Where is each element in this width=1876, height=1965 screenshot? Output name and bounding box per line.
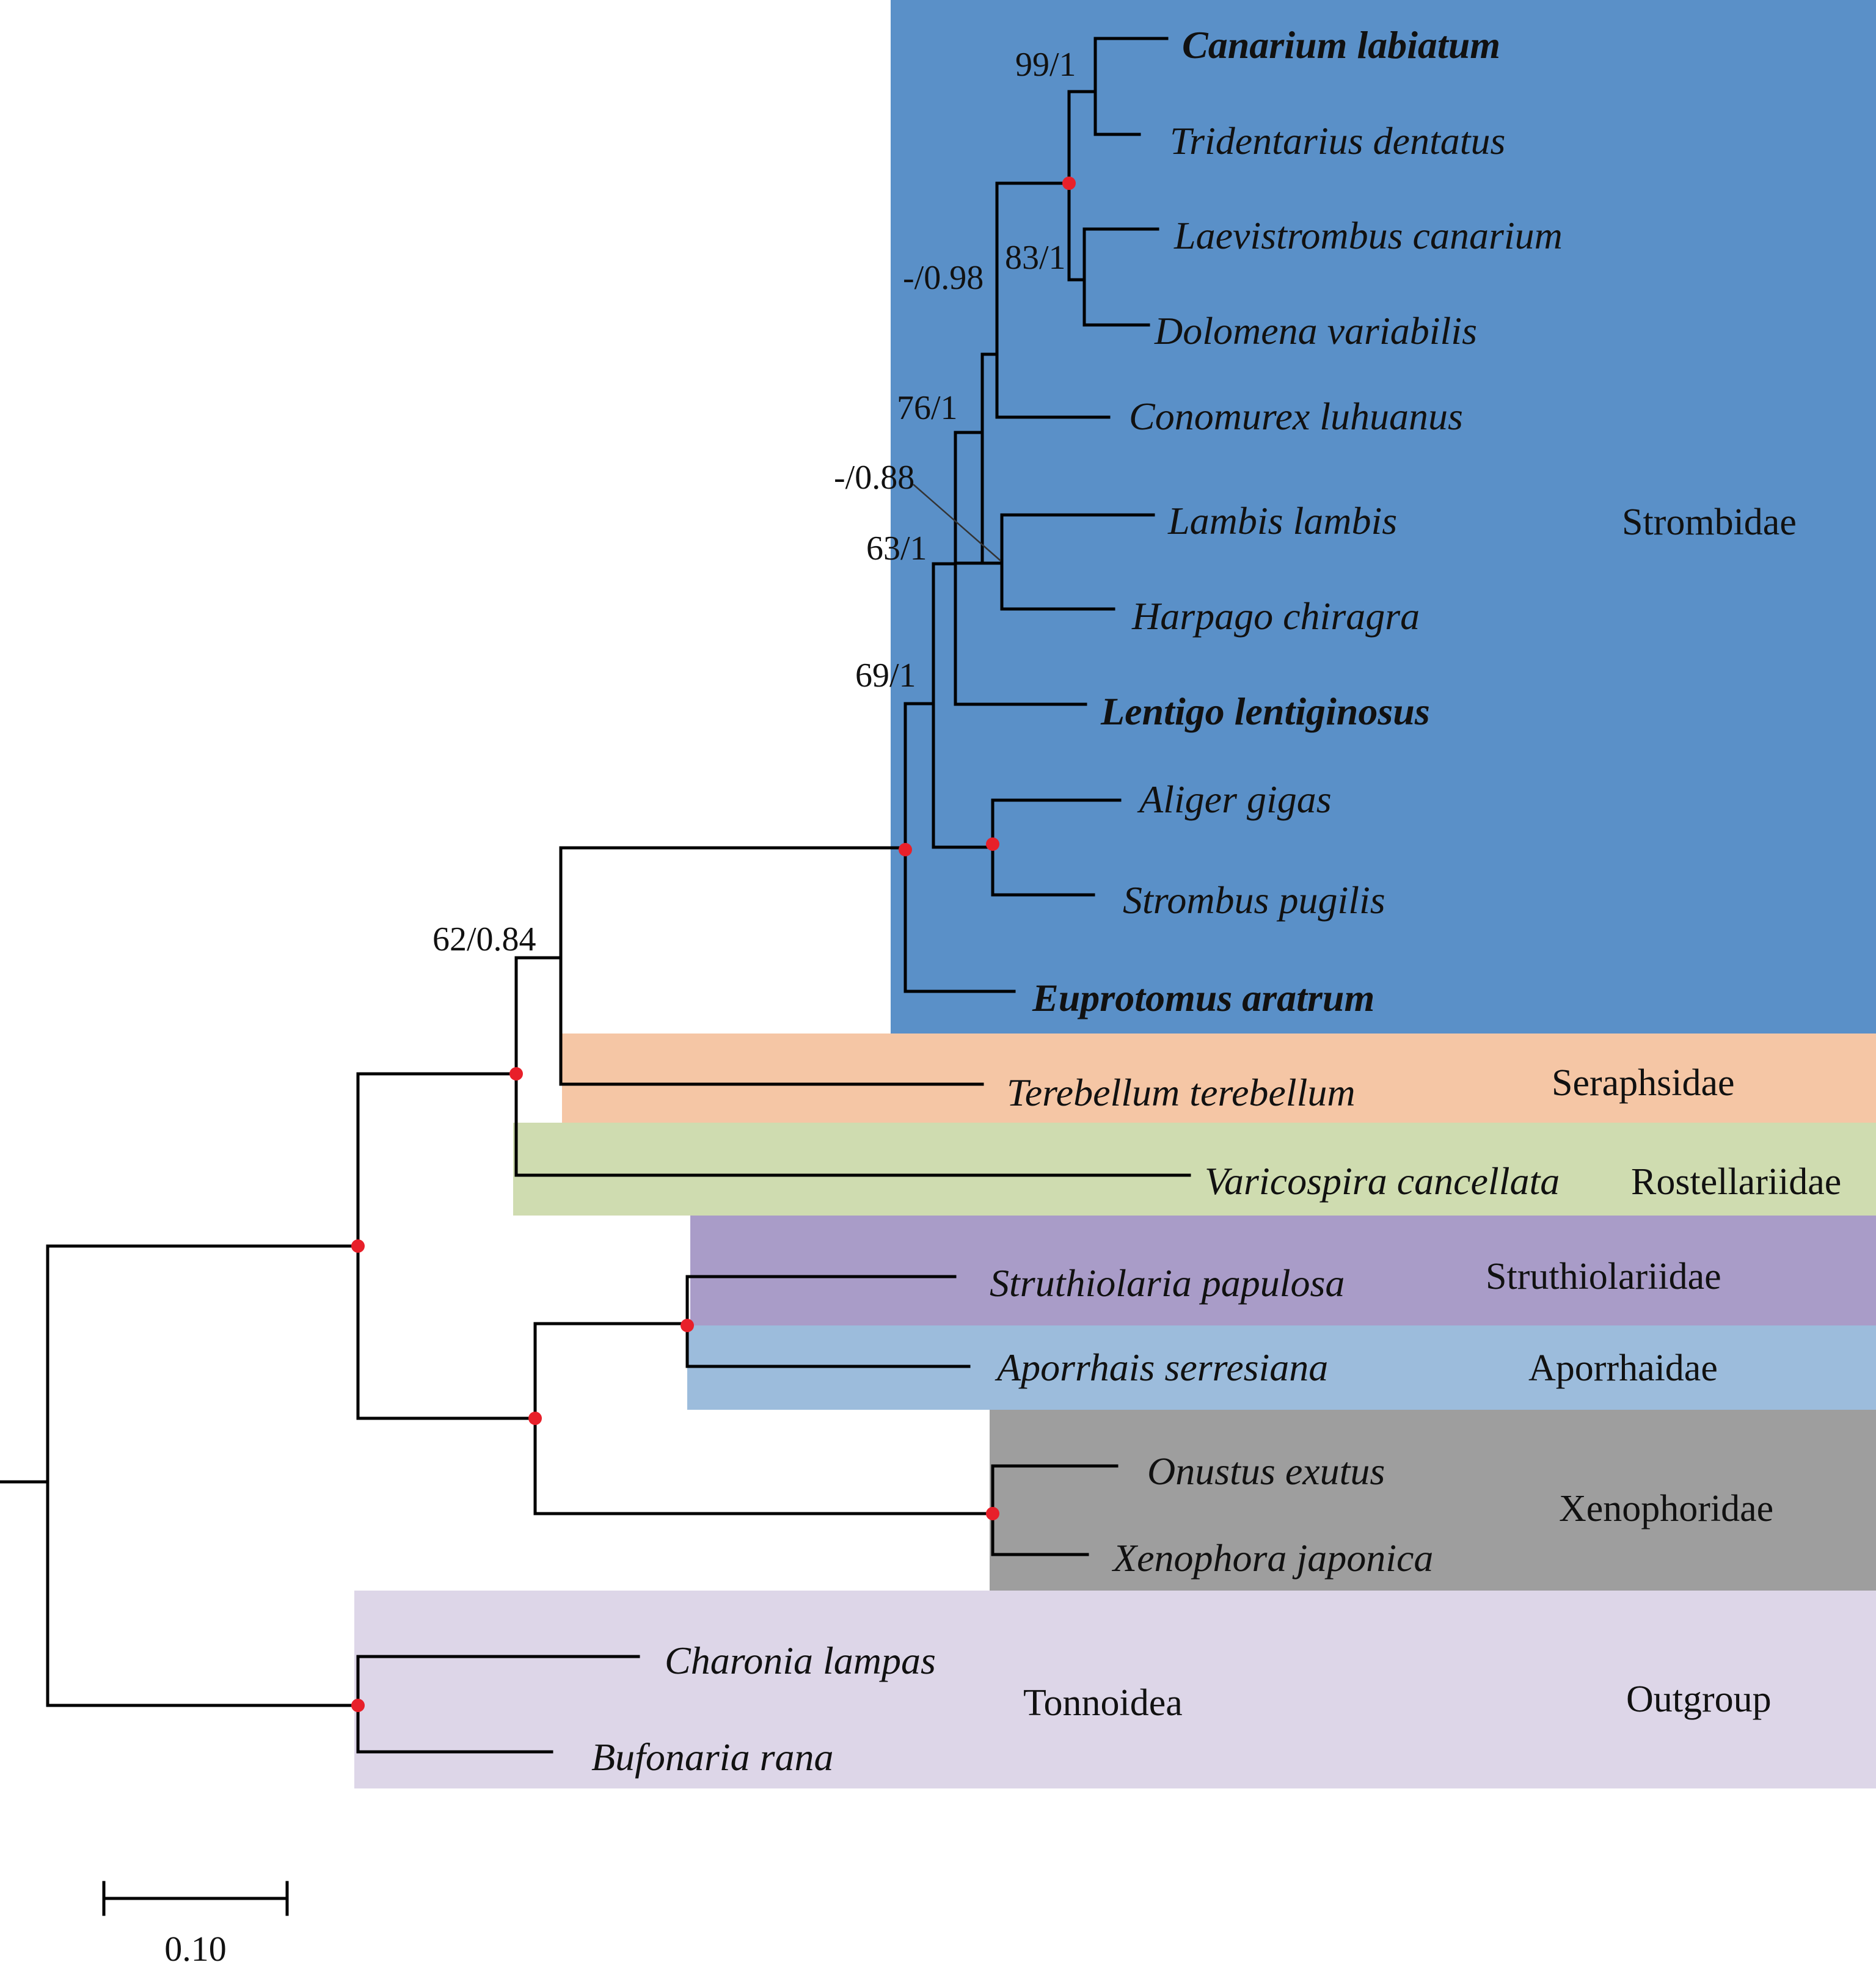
taxon-bufonaria-rana: Bufonaria rana — [591, 1735, 833, 1779]
node-83 — [1067, 227, 1159, 327]
node-marker-canarium-group — [1062, 177, 1076, 190]
support-83: 83/1 — [1005, 239, 1066, 277]
rostellariidae-box — [513, 1123, 1876, 1216]
node-marker-lower — [528, 1412, 542, 1425]
taxon-struthiolaria-papulosa: Struthiolaria papulosa — [990, 1261, 1345, 1305]
taxon-aliger-gigas: Aliger gigas — [1137, 778, 1332, 821]
clade-label-struthiolariidae: Struthiolariidae — [1486, 1256, 1721, 1297]
seraphsidae-node — [559, 846, 984, 1086]
taxon-lentigo-lentiginosus: Lentigo lentiginosus — [1100, 690, 1430, 733]
scale-bar: 0.10 — [102, 1881, 289, 1965]
strombidae-box — [891, 0, 1876, 1034]
root-node — [46, 1244, 360, 1707]
node-99 — [1067, 37, 1169, 136]
lambis-harpago-node — [1000, 513, 1155, 611]
taxon-onustus-exutus: Onustus exutus — [1147, 1449, 1385, 1493]
struthiolariidae-box — [690, 1216, 1876, 1325]
support-76: 76/1 — [897, 389, 958, 427]
clade-label-outgroup: Outgroup — [1626, 1679, 1772, 1720]
node-markers — [351, 177, 1076, 1712]
taxon-varicospira-cancellata: Varicospira cancellata — [1205, 1159, 1560, 1203]
taxon-harpago-chiragra: Harpago chiragra — [1131, 594, 1420, 638]
taxon-terebellum-terebellum: Terebellum terebellum — [1007, 1071, 1356, 1114]
support-69: 69/1 — [855, 657, 916, 694]
support-088: -/0.88 — [834, 459, 914, 497]
clade-labels: Strombidae Seraphsidae Rostellariidae St… — [1023, 501, 1841, 1724]
taxon-conomurex-luhuanus: Conomurex luhuanus — [1129, 395, 1463, 438]
taxon-xenophora-japonica: Xenophora japonica — [1111, 1536, 1433, 1580]
node-marker-xenophoridae — [986, 1507, 999, 1520]
seraphsidae-box — [562, 1034, 1876, 1123]
clade-label-rostellariidae: Rostellariidae — [1631, 1161, 1841, 1203]
scale-bar-label: 0.10 — [164, 1929, 227, 1965]
node-69 — [932, 562, 995, 849]
taxon-lambis-lambis: Lambis lambis — [1167, 499, 1397, 542]
support-63: 63/1 — [866, 530, 927, 567]
support-098: -/0.98 — [903, 259, 984, 297]
clade-label-tonnoidea: Tonnoidea — [1023, 1682, 1183, 1724]
taxon-aporrhais-serresiana: Aporrhais serresiana — [995, 1346, 1328, 1389]
support-99: 99/1 — [1015, 46, 1076, 84]
taxon-labels: Canarium labiatum Tridentarius dentatus … — [591, 23, 1563, 1779]
taxon-strombus-pugilis: Strombus pugilis — [1123, 878, 1385, 922]
outgroup-box — [354, 1591, 1876, 1788]
clade-label-xenophoridae: Xenophoridae — [1559, 1488, 1773, 1529]
taxon-canarium-labiatum: Canarium labiatum — [1182, 23, 1500, 67]
taxon-tridentarius-dentatus: Tridentarius dentatus — [1170, 119, 1505, 162]
node-marker-struthiolaria-aporrhais — [681, 1319, 694, 1332]
node-76 — [954, 352, 1004, 565]
rostellariidae-node — [514, 956, 1191, 1177]
node-marker-strombidae — [899, 843, 912, 856]
support-62: 62/0.84 — [433, 921, 536, 958]
taxon-dolomena-variabilis: Dolomena variabilis — [1154, 309, 1477, 352]
clade-label-seraphsidae: Seraphsidae — [1552, 1062, 1735, 1104]
node-marker-rostellariidae — [509, 1067, 523, 1081]
node-098 — [980, 181, 1111, 419]
xenophoridae-box — [990, 1410, 1876, 1591]
clade-label-aporrhaidae: Aporrhaidae — [1528, 1347, 1718, 1389]
clade-label-strombidae: Strombidae — [1622, 501, 1797, 543]
node-63 — [954, 431, 1087, 706]
taxon-euprotomus-aratrum: Euprotomus aratrum — [1032, 976, 1374, 1019]
scale-bar-line — [102, 1881, 289, 1916]
tree-branches — [0, 37, 1191, 1754]
node-marker-outgroup — [351, 1699, 365, 1712]
taxon-laevistrombus-canarium: Laevistrombus canarium — [1173, 214, 1563, 257]
support-values: 99/1 83/1 -/0.98 76/1 -/0.88 63/1 69/1 6… — [433, 46, 1076, 958]
support-leader-line — [913, 484, 1001, 561]
node-marker-aliger-strombus — [986, 837, 999, 851]
taxon-charonia-lampas: Charonia lampas — [665, 1639, 936, 1682]
ingroup-node — [356, 1072, 537, 1420]
node-marker-ingroup — [351, 1239, 365, 1253]
